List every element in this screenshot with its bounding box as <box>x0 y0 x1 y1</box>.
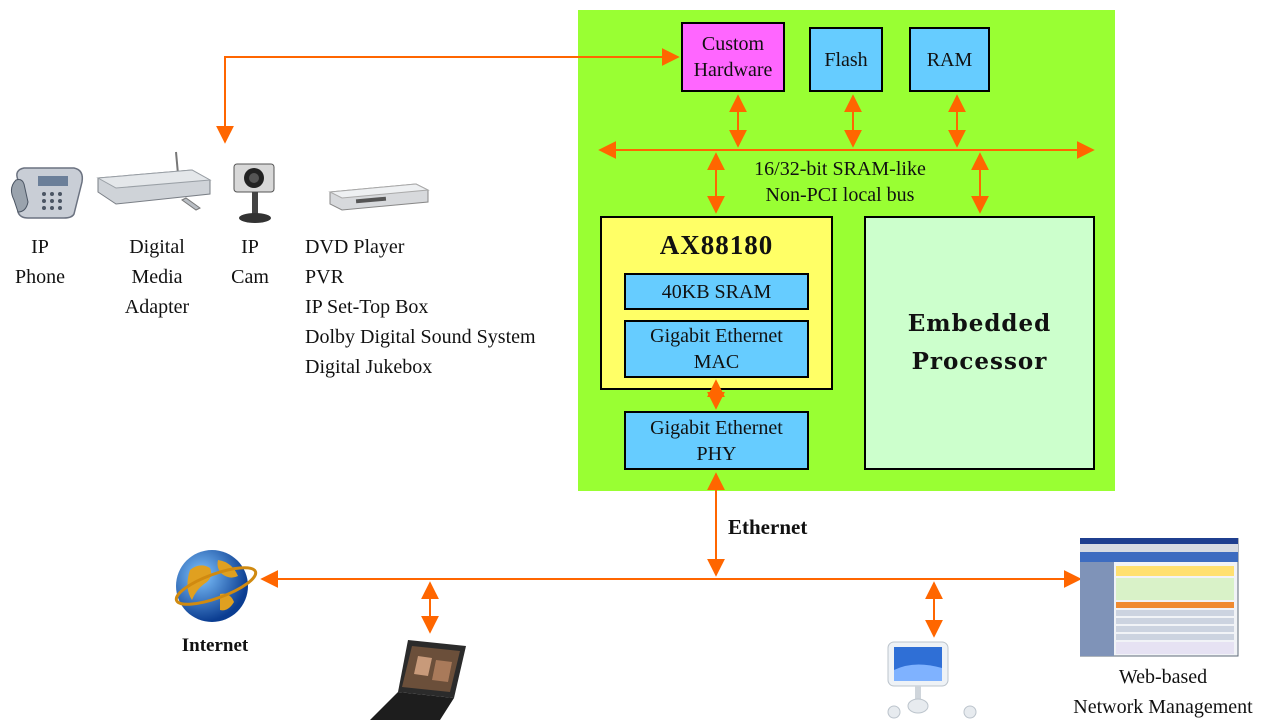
web-management-label-1: Web-based <box>1118 666 1208 688</box>
flash-label: Flash <box>824 48 868 71</box>
ip-phone-label-1: IP <box>31 236 49 258</box>
device-to-custom-hw-link <box>216 48 680 144</box>
ip-cam-label-1: IP <box>241 236 259 258</box>
dvd-player-icon <box>328 183 430 211</box>
list-item: DVD Player <box>305 236 405 258</box>
ip-phone-label: IP Phone <box>10 232 70 292</box>
mac-label-2: MAC <box>693 351 740 373</box>
list-item: IP Set-Top Box <box>305 296 429 318</box>
media-adapter-label-3: Adapter <box>124 296 190 318</box>
sram-block: 40KB SRAM <box>624 273 809 310</box>
sram-label: 40KB SRAM <box>661 280 772 303</box>
local-bus-label-1: 16/32-bit SRAM-like <box>754 158 926 180</box>
media-adapter-icon <box>96 151 212 211</box>
web-management-label: Web-based Network Management <box>1050 662 1276 722</box>
desktop-computer-icon <box>887 641 977 719</box>
local-bus-label: 16/32-bit SRAM-like Non-PCI local bus <box>720 156 960 208</box>
consumer-device-list: DVD Player PVR IP Set-Top Box Dolby Digi… <box>305 232 575 382</box>
list-item: PVR <box>305 266 344 288</box>
custom-hardware-label-2: Hardware <box>693 59 773 81</box>
internet-label: Internet <box>181 635 249 656</box>
embedded-processor-block: Embedded Processor <box>864 216 1095 470</box>
ip-cam-label-2: Cam <box>231 266 269 288</box>
custom-hardware-block: Custom Hardware <box>681 22 785 92</box>
globe-icon <box>174 550 258 622</box>
ram-label: RAM <box>926 48 973 71</box>
ip-phone-label-2: Phone <box>15 266 65 288</box>
ram-block: RAM <box>909 27 990 92</box>
web-management-label-2: Network Management <box>1073 696 1253 718</box>
list-item: Dolby Digital Sound System <box>305 326 536 348</box>
laptop-icon <box>370 640 466 720</box>
ip-cam-label: IP Cam <box>220 232 280 292</box>
processor-label-1: Embedded <box>907 310 1052 337</box>
gigabit-mac-block: Gigabit Ethernet MAC <box>624 320 809 378</box>
media-adapter-label-2: Media <box>131 266 183 288</box>
custom-hardware-label-1: Custom <box>701 33 765 55</box>
ip-phone-icon <box>10 167 84 219</box>
media-adapter-label: Digital Media Adapter <box>112 232 202 322</box>
phy-label-2: PHY <box>696 442 737 465</box>
ip-cam-icon <box>233 163 275 223</box>
ax88180-title: AX88180 <box>659 230 774 260</box>
gigabit-phy-block: Gigabit Ethernet PHY <box>624 411 809 470</box>
ethernet-label: Ethernet <box>728 515 808 539</box>
list-item: Digital Jukebox <box>305 356 433 378</box>
flash-block: Flash <box>809 27 883 92</box>
mac-label-1: Gigabit Ethernet <box>650 325 783 347</box>
web-management-icon <box>1080 538 1239 657</box>
processor-label-2: Processor <box>911 348 1048 375</box>
media-adapter-label-1: Digital <box>129 236 185 258</box>
phy-label-1: Gigabit Ethernet <box>650 416 783 439</box>
local-bus-label-2: Non-PCI local bus <box>765 184 915 206</box>
